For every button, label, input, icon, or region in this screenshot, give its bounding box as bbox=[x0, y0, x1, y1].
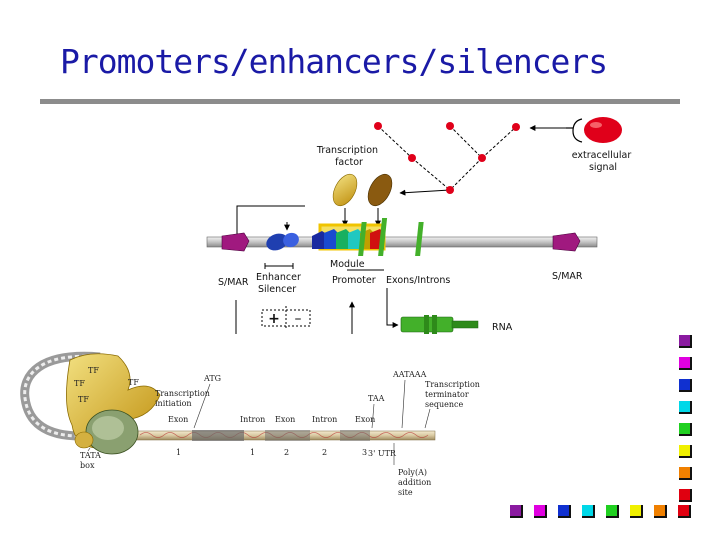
svg-text:Poly(A) addition site: Poly(A) addition site bbox=[398, 468, 434, 497]
poly-a-label: Poly(A) bbox=[398, 468, 427, 477]
module-label: Module bbox=[330, 259, 365, 270]
exons-introns-label: Exons/Introns bbox=[386, 275, 450, 286]
decor-square bbox=[654, 505, 667, 518]
positive-regulation-sign: + bbox=[268, 311, 280, 327]
decor-square bbox=[679, 401, 692, 414]
svg-text:Transcription initiation: Transcription initiation bbox=[155, 389, 212, 408]
decor-square bbox=[558, 505, 571, 518]
decor-square bbox=[679, 335, 692, 348]
promoter-module-block bbox=[324, 229, 338, 249]
decor-square bbox=[582, 505, 595, 518]
svg-text:Transcription terminator: Transcription terminator sequence bbox=[425, 380, 482, 409]
taa-label: TAA bbox=[368, 394, 385, 403]
atg-label: ATG bbox=[203, 374, 221, 383]
segment-number: 3 bbox=[362, 448, 367, 457]
smar-right-element bbox=[552, 232, 581, 252]
promoter-module-block bbox=[348, 229, 362, 249]
transcription-complex bbox=[66, 353, 161, 455]
decor-square bbox=[679, 423, 692, 436]
intron-label: Intron bbox=[312, 415, 337, 424]
svg-text:TATA box: TATA box bbox=[80, 451, 103, 470]
tf-label: TF bbox=[78, 395, 89, 404]
segment-number: 1 bbox=[176, 448, 181, 457]
exon-block bbox=[415, 222, 424, 256]
promoter-label: Promoter bbox=[332, 275, 376, 286]
segment-number: 2 bbox=[284, 448, 289, 457]
signal-molecule-dot bbox=[512, 123, 520, 131]
silencer-element bbox=[283, 232, 299, 248]
extracellular-signal-label: extracellular bbox=[572, 150, 632, 161]
transcription-terminator-label: sequence bbox=[425, 400, 463, 409]
exon-label: Exon bbox=[168, 415, 188, 424]
signal-molecule-dot bbox=[374, 122, 382, 130]
decor-square bbox=[679, 489, 692, 502]
smar-right-label: S/MAR bbox=[552, 271, 583, 282]
transcription-factor-brown bbox=[367, 173, 393, 207]
enhancer-label: Enhancer bbox=[256, 272, 301, 283]
enhancer-element bbox=[266, 233, 288, 251]
intron-label: Intron bbox=[240, 415, 265, 424]
decor-square bbox=[679, 445, 692, 458]
utr-label: 3' UTR bbox=[368, 449, 397, 458]
decor-square bbox=[630, 505, 643, 518]
smar-left-element bbox=[221, 232, 250, 252]
tf-label: TF bbox=[74, 379, 85, 388]
tata-box-label: TATA bbox=[80, 451, 101, 460]
transcription-factor-gold bbox=[332, 173, 358, 207]
poly-a-label: addition bbox=[398, 478, 431, 487]
exon-block bbox=[358, 222, 367, 256]
decor-square bbox=[679, 379, 692, 392]
decor-square bbox=[510, 505, 523, 518]
extracellular-signal-shape bbox=[584, 117, 622, 143]
transcription-factor-label: factor bbox=[335, 157, 363, 168]
dna-strand-bar bbox=[206, 236, 598, 248]
transcription-initiation-label: Transcription bbox=[155, 389, 210, 398]
svg-text:extracellular signal: extracellular signal bbox=[572, 150, 635, 173]
tata-box-label: box bbox=[80, 461, 95, 470]
segment-number: 2 bbox=[322, 448, 327, 457]
signal-molecule-dot bbox=[446, 122, 454, 130]
transcription-initiation-label: initiation bbox=[155, 399, 192, 408]
aataaa-label: AATAAA bbox=[392, 370, 427, 379]
tf-label: TF bbox=[128, 378, 139, 387]
smar-left-label: S/MAR bbox=[218, 277, 249, 288]
decor-square bbox=[679, 467, 692, 480]
exon-label: Exon bbox=[275, 415, 295, 424]
promoter-module-block bbox=[336, 229, 350, 249]
exon-label: Exon bbox=[355, 415, 375, 424]
rna-label: RNA bbox=[492, 322, 513, 333]
tf-label: TF bbox=[88, 366, 99, 375]
svg-text:Transcription factor: Transcription factor bbox=[316, 145, 381, 168]
decor-square bbox=[534, 505, 547, 518]
negative-regulation-sign: – bbox=[295, 311, 302, 327]
poly-a-label: site bbox=[398, 488, 413, 497]
decor-square bbox=[679, 357, 692, 370]
signal-molecule-dot bbox=[408, 154, 416, 162]
decor-square bbox=[606, 505, 619, 518]
signal-molecule-dot bbox=[446, 186, 454, 194]
signal-cascade bbox=[374, 117, 622, 196]
signal-molecule-dot bbox=[478, 154, 486, 162]
transcription-factor-label: Transcription bbox=[316, 145, 378, 156]
title-underline bbox=[40, 99, 680, 104]
decor-square bbox=[678, 505, 691, 518]
transcription-terminator-label: Transcription bbox=[425, 380, 480, 389]
slide-title: Promoters/enhancers/silencers bbox=[60, 42, 608, 81]
transcription-terminator-label: terminator bbox=[425, 390, 469, 399]
extracellular-signal-label: signal bbox=[589, 162, 617, 173]
exon-block bbox=[378, 218, 388, 256]
segment-number: 1 bbox=[250, 448, 255, 457]
silencer-label: Silencer bbox=[258, 284, 296, 295]
